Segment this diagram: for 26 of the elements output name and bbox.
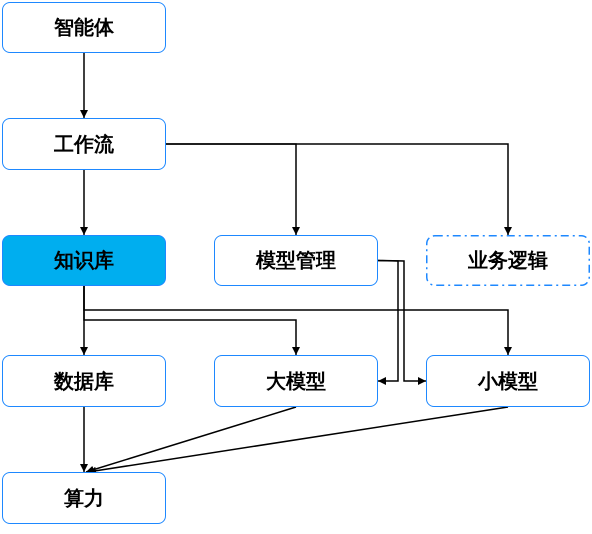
process-box [2,118,166,170]
arrow [83,286,512,355]
node-label: 模型管理 [256,247,336,274]
arrow [80,53,88,118]
node-label: 大模型 [266,368,326,394]
node-label: 知识库 [54,247,114,274]
node-label: 智能体 [54,14,114,41]
arrow [86,406,296,474]
node-label: 数据库 [54,368,114,394]
arrow [80,407,88,472]
process-box [214,355,378,407]
node-label: 业务逻辑 [468,247,548,274]
process-box [2,2,166,53]
arrow [80,170,88,235]
node-label: 算力 [64,484,104,512]
process-box [2,355,166,407]
arrow [166,143,512,235]
node-label: 工作流 [54,130,114,158]
process-box [2,472,166,524]
process-box [426,235,590,286]
process-box [2,235,166,286]
node-label: 小模型 [478,368,538,394]
process-box [214,235,378,286]
arrow [378,260,426,385]
arrow [378,260,399,385]
process-box [426,355,590,407]
